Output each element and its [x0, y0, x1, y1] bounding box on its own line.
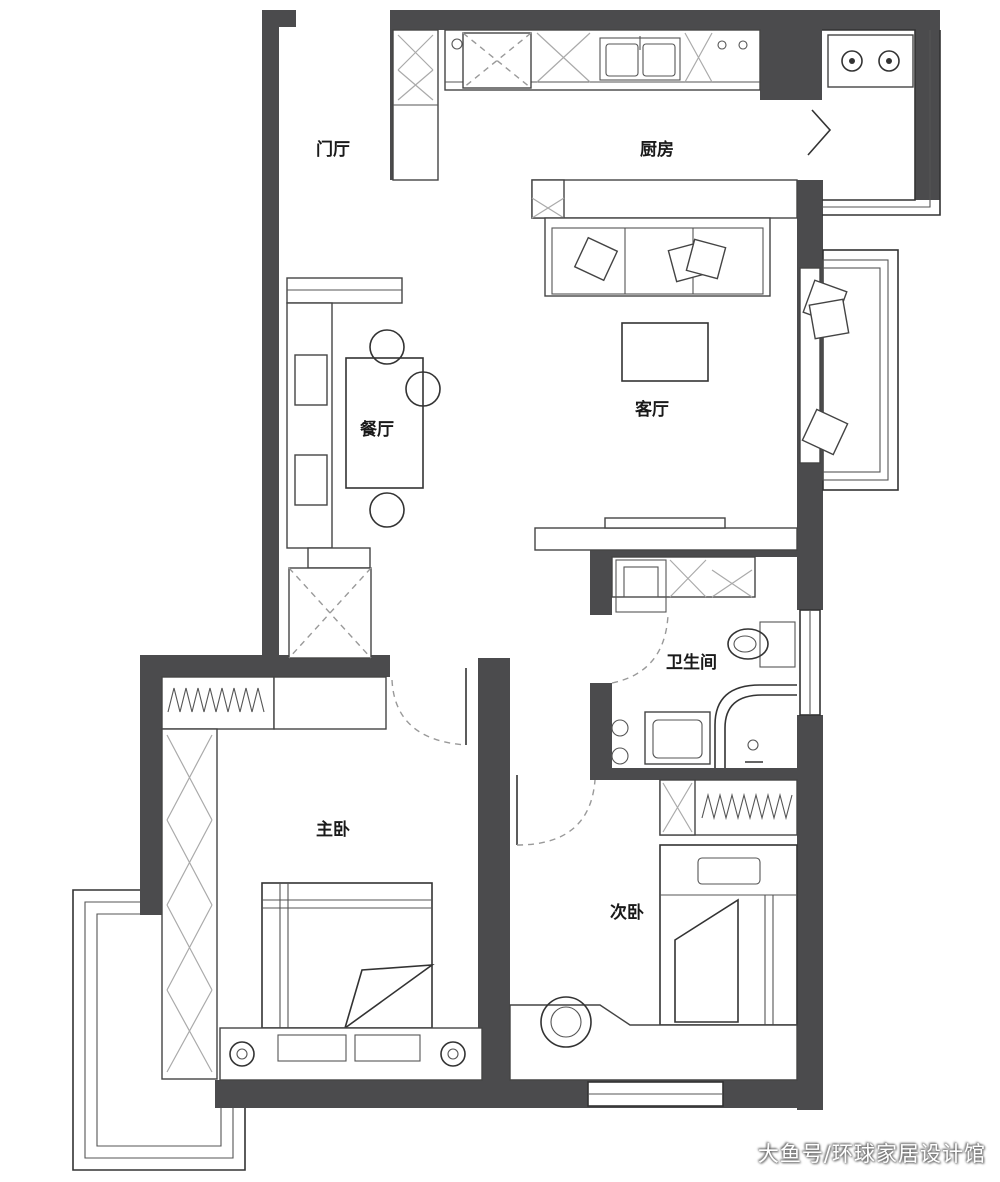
bathroom-fixtures — [611, 556, 797, 768]
dining-furniture — [286, 277, 441, 659]
dining-chair — [369, 329, 405, 365]
label-second-bedroom: 次卧 — [610, 902, 644, 923]
washing-machine — [615, 559, 667, 613]
walls — [140, 10, 940, 1110]
living-furniture — [534, 217, 850, 551]
desk — [509, 1004, 798, 1081]
bath-cabinet — [611, 556, 756, 598]
coffee-table — [621, 322, 709, 382]
balcony-kitchen — [822, 29, 916, 201]
cushion — [573, 236, 619, 282]
shower-screen — [714, 684, 797, 768]
wall-left-upper — [262, 10, 279, 660]
wall-kitchen-pillar — [760, 10, 822, 100]
wall-top — [390, 10, 940, 30]
master-bed — [261, 882, 433, 1029]
watermark: 大鱼号/环球家居设计馆 — [757, 1142, 986, 1166]
bedside-lamp — [229, 1041, 255, 1067]
dining-sideboard — [286, 302, 333, 549]
master-bed-headboard — [219, 1027, 483, 1081]
room-labels: 门厅 厨房 客厅 餐厅 卫生间 主卧 次卧 — [316, 139, 717, 923]
wall-right-bath-upper — [797, 530, 823, 610]
wall-bath-left-lower — [590, 683, 612, 778]
second-bedroom-furniture — [509, 775, 798, 1081]
wall-bath-bottom — [590, 768, 823, 780]
balcony-master — [72, 889, 246, 1171]
label-foyer: 门厅 — [316, 139, 350, 160]
master-radiator — [161, 676, 275, 730]
stove — [827, 34, 914, 88]
windows — [587, 609, 821, 1107]
wall-bottom-left — [215, 1080, 515, 1108]
toilet — [727, 628, 769, 660]
bar-counter — [531, 179, 798, 219]
kitchen-fixtures — [392, 29, 914, 219]
wall-right-lower — [797, 715, 823, 1110]
tv-cabinet — [534, 527, 798, 551]
wall-bedroom-partition — [478, 658, 510, 1098]
tv — [604, 517, 726, 529]
master-bedroom-furniture — [161, 668, 483, 1081]
wall-bath-left-upper — [590, 535, 612, 615]
label-living: 客厅 — [634, 399, 669, 420]
label-kitchen: 厨房 — [640, 139, 674, 160]
label-dining: 餐厅 — [360, 419, 394, 440]
master-wardrobe — [161, 728, 218, 1080]
balconies — [72, 29, 941, 1171]
wall-master-left — [140, 655, 162, 915]
wall-top-left-stub — [262, 10, 296, 27]
wall-master-top — [140, 655, 390, 677]
toilet-tank — [759, 621, 796, 668]
kitchen-door — [807, 109, 832, 156]
label-bathroom: 卫生间 — [666, 652, 717, 673]
label-master-bedroom: 主卧 — [316, 819, 350, 840]
bath-door-swing — [611, 614, 669, 684]
desk-chair — [540, 996, 592, 1048]
wall-kitchen-right — [915, 10, 940, 200]
dining-table — [345, 357, 424, 489]
